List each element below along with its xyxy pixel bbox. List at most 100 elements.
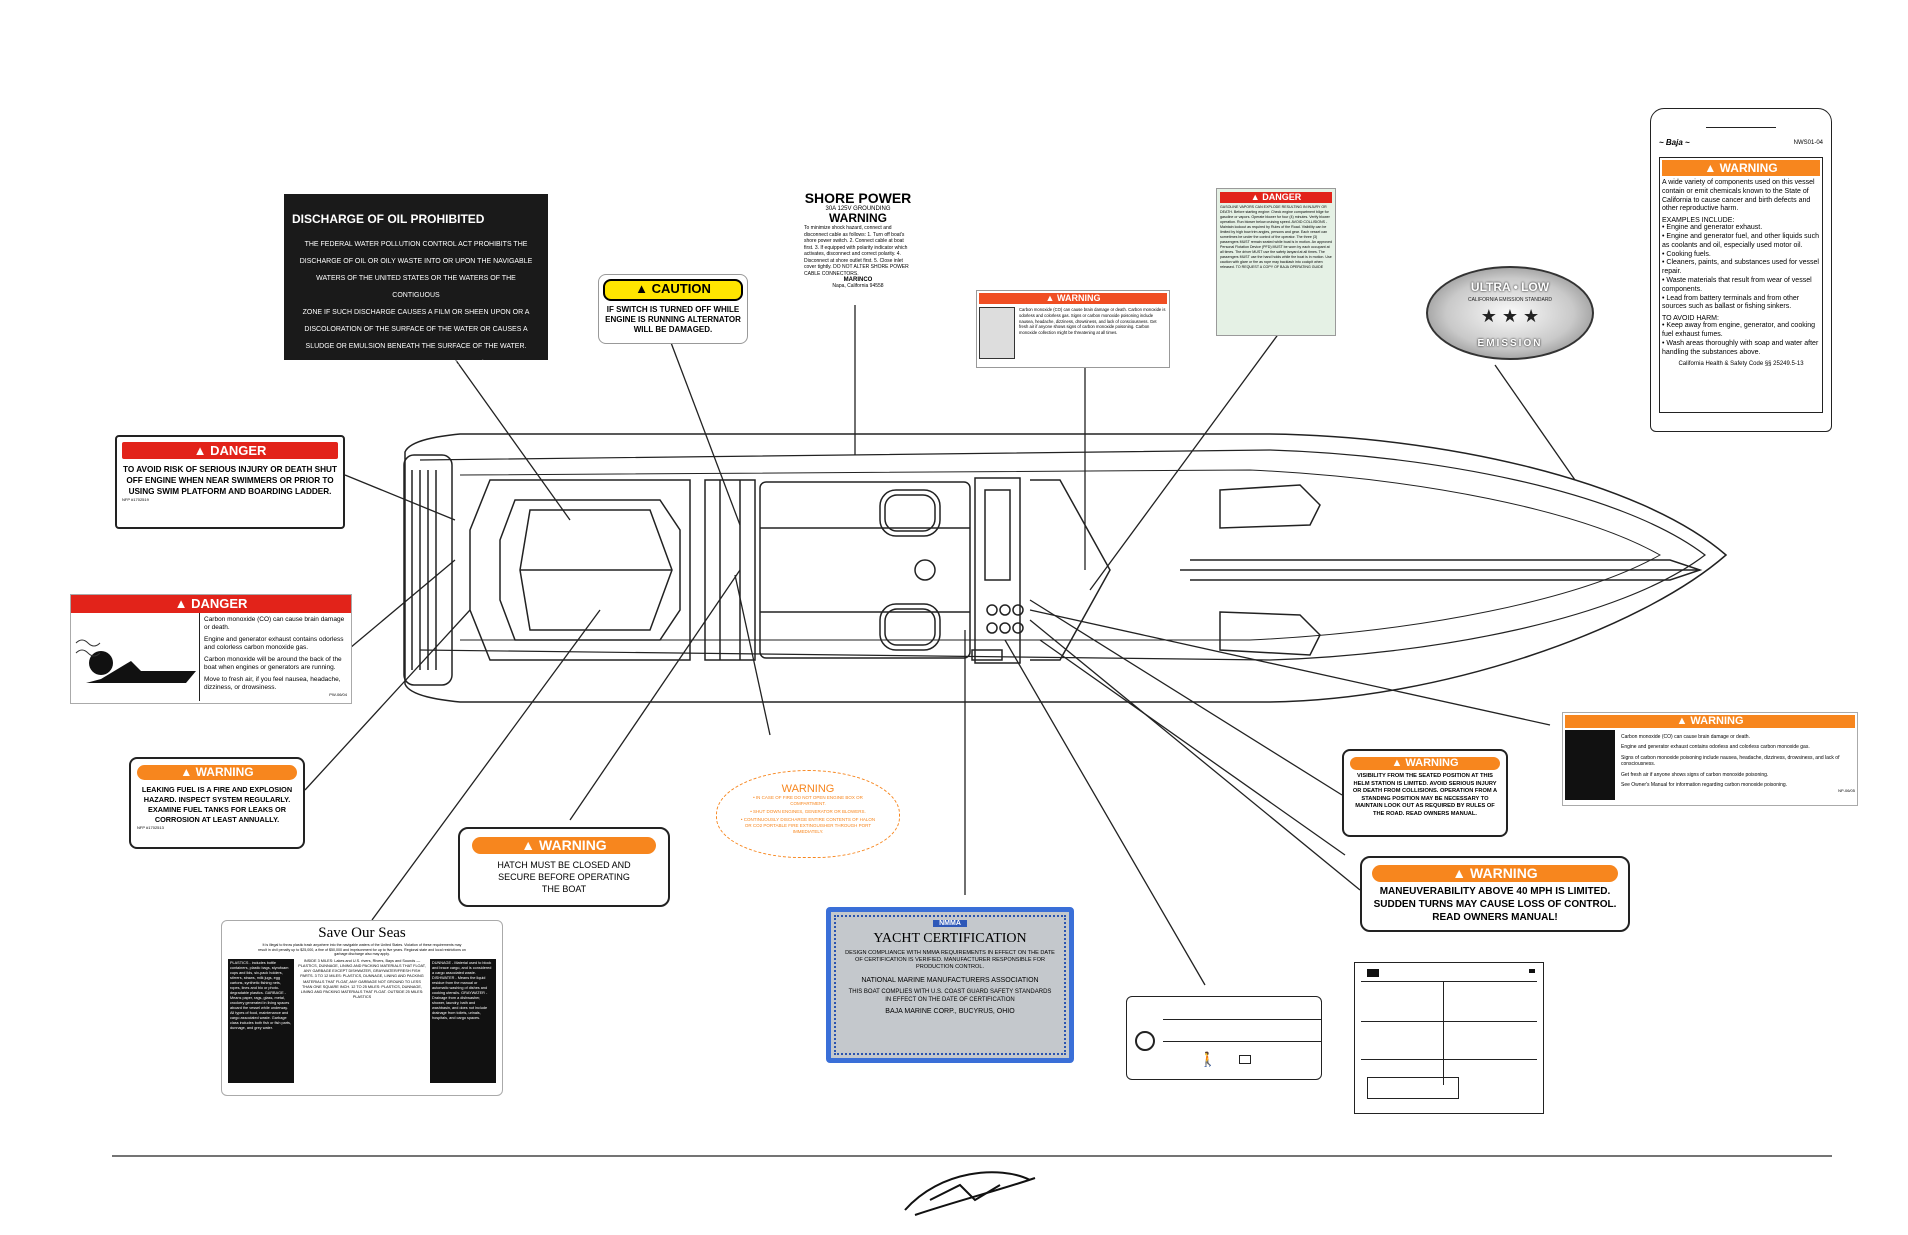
warning-co-large-label: ▲ WARNING Carbon monoxide (CO) can cause…	[1562, 712, 1858, 806]
oil-discharge-label: DISCHARGE OF OIL PROHIBITED THE FEDERAL …	[284, 194, 548, 367]
leader-line	[344, 474, 456, 521]
ultra-low-emission-badge: ULTRA • LOW CALIFORNIA EMISSION STANDARD…	[1426, 266, 1594, 360]
danger-swim-header: ▲ DANGER	[122, 442, 338, 459]
ultra-low-bottom-text: EMISSION	[1477, 338, 1543, 349]
danger-swim-code: NFP #1702519	[122, 497, 149, 502]
leader-line	[734, 574, 771, 736]
leader-line	[1004, 639, 1206, 986]
danger-co-p2: Engine and generator exhaust contains od…	[204, 636, 344, 651]
danger-gas-text: GASOLINE VAPORS CAN EXPLODE RESULTING IN…	[1220, 205, 1332, 269]
danger-co-p3: Carbon monoxide will be around the back …	[204, 656, 342, 671]
warning-co-small-text: Carbon monoxide (CO) can cause brain dam…	[1019, 307, 1166, 336]
star-icons: ★ ★ ★	[1480, 306, 1540, 326]
warning-hatch-text: HATCH MUST BE CLOSED AND SECURE BEFORE O…	[497, 860, 631, 894]
boat-exhaust-icon	[71, 613, 200, 701]
danger-co-p1: Carbon monoxide (CO) can cause brain dam…	[204, 616, 345, 631]
shore-power-text: To minimize shock hazard, connect and di…	[804, 225, 909, 277]
shore-power-brand: MARINCO	[843, 277, 873, 283]
leader-line	[1029, 599, 1343, 796]
shore-power-title: SHORE POWER	[804, 190, 912, 206]
caution-text: IF SWITCH IS TURNED OFF WHILE ENGINE IS …	[605, 305, 741, 334]
prop65-footer: California Health & Safety Code §§ 25249…	[1678, 361, 1804, 368]
flag-icon	[1367, 969, 1379, 977]
oil-label-title: DISCHARGE OF OIL PROHIBITED	[292, 212, 485, 226]
prop65-example: • Waste materials that result from wear …	[1662, 276, 1812, 293]
yacht-cert-title: YACHT CERTIFICATION	[873, 931, 1027, 946]
danger-swim-label: ▲ DANGER TO AVOID RISK OF SERIOUS INJURY…	[115, 435, 345, 529]
warning-triangle-icon: ▲	[1250, 192, 1263, 202]
prop65-header: ▲ WARNING	[1662, 160, 1820, 176]
warning-fuel-label: ▲ WARNING LEAKING FUEL IS A FIRE AND EXP…	[129, 757, 305, 849]
yacht-cert-p4: BAJA MARINE CORP., BUCYRUS, OHIO	[885, 1008, 1015, 1015]
save-seas-mid-col: INSIDE 3 MILES: Lakes and U.S. rivers, R…	[298, 958, 426, 1000]
prop65-example: • Cooking fuels.	[1662, 250, 1711, 258]
warning-triangle-icon: ▲	[193, 443, 211, 458]
prop65-example: • Lead from battery terminals and from o…	[1662, 294, 1800, 311]
oil-label-line: WATERS OF THE UNITED STATES OR THE WATER…	[316, 275, 516, 299]
warning-visibility-text: VISIBILITY FROM THE SEATED POSITION AT T…	[1352, 773, 1498, 817]
oil-label-line: DISCOLORATION OF THE SURFACE OF THE WATE…	[304, 326, 528, 333]
warning-triangle-icon: ▲	[635, 281, 652, 296]
warning-triangle-icon: ▲	[180, 765, 196, 779]
prop65-example: • Engine and generator exhaust.	[1662, 224, 1763, 232]
leader-line	[1089, 324, 1286, 591]
leader-line	[304, 609, 471, 791]
yacht-certification-plate: NMMA YACHT CERTIFICATION DESIGN COMPLIAN…	[826, 907, 1074, 1063]
prop65-avoid: • Keep away from engine, generator, and …	[1662, 322, 1816, 338]
ultra-low-top-text: ULTRA • LOW	[1470, 280, 1550, 294]
danger-co-header: ▲ DANGER	[71, 595, 351, 613]
prop65-code: NWS01-04	[1793, 139, 1823, 146]
capacity-plate-blank: 🚶	[1126, 996, 1322, 1080]
warning-triangle-icon: ▲	[1045, 293, 1057, 303]
boat-hull-outline	[404, 433, 1728, 703]
person-breathing-icon	[1565, 730, 1615, 800]
danger-swim-text: TO AVOID RISK OF SERIOUS INJURY OR DEATH…	[123, 465, 337, 496]
caution-label: ▲ CAUTION IF SWITCH IS TURNED OFF WHILE …	[598, 274, 748, 344]
yacht-cert-p1: DESIGN COMPLIANCE WITH NMMA REQUIREMENTS…	[845, 950, 1055, 970]
nmma-logo: NMMA	[933, 920, 967, 927]
mount-hole-icon	[1135, 1031, 1155, 1051]
warning-co-small-label: ▲ WARNING Carbon monoxide (CO) can cause…	[976, 290, 1170, 368]
warning-fuel-text: LEAKING FUEL IS A FIRE AND EXPLOSION HAZ…	[141, 785, 293, 824]
leader-line	[1029, 619, 1361, 891]
warning-triangle-icon: ▲	[1704, 161, 1720, 175]
warning-fire-line: • IN CASE OF FIRE DO NOT OPEN ENGINE BOX…	[753, 795, 863, 806]
warning-hatch-header: ▲ WARNING	[472, 837, 656, 854]
warning-co-large-header: ▲ WARNING	[1565, 715, 1855, 728]
leader-line	[444, 344, 571, 521]
tag-slot	[1706, 117, 1776, 128]
warning-triangle-icon: ▲	[174, 596, 192, 611]
shore-power-city: Napa, California 94558	[832, 283, 884, 289]
warning-visibility-label: ▲ WARNING VISIBILITY FROM THE SEATED POS…	[1342, 749, 1508, 837]
warning-triangle-icon: ▲	[1676, 715, 1691, 727]
caution-header: ▲ CAUTION	[603, 279, 743, 301]
prop65-intro: A wide variety of components used on thi…	[1662, 179, 1815, 213]
save-seas-intro: It is illegal to throw plastic trash any…	[258, 943, 466, 957]
battery-icon	[1239, 1055, 1251, 1064]
warning-speed-label: ▲ WARNING MANEUVERABILITY ABOVE 40 MPH I…	[1360, 856, 1630, 932]
oil-label-line: THE FEDERAL WATER POLLUTION CONTROL ACT …	[304, 241, 528, 248]
warning-co-large-p3: Signs of carbon monoxide poisoning inclu…	[1621, 754, 1840, 768]
leader-line	[1494, 364, 1576, 481]
warning-visibility-header: ▲ WARNING	[1350, 757, 1500, 770]
shore-power-label: SHORE POWER 30A 125V GROUNDING WARNING T…	[798, 188, 918, 310]
prop65-example: • Engine and generator fuel, and other l…	[1662, 232, 1819, 249]
yacht-cert-p2: NATIONAL MARINE MANUFACTURERS ASSOCIATIO…	[861, 977, 1039, 984]
hull-id-form-blank	[1354, 962, 1544, 1114]
warning-co-small-header: ▲ WARNING	[979, 293, 1167, 304]
baja-mini-logo: ~ Baja ~	[1659, 138, 1690, 147]
person-icon: 🚶	[1199, 1051, 1217, 1067]
prop65-avoid: • Wash areas thoroughly with soap and wa…	[1662, 339, 1819, 356]
yacht-cert-p3: THIS BOAT COMPLIES WITH U.S. COAST GUARD…	[848, 989, 1052, 1003]
leader-line	[1039, 639, 1346, 856]
warning-speed-line2: SUDDEN TURNS MAY CAUSE LOSS OF CONTROL.	[1373, 899, 1617, 910]
danger-co-label: ▲ DANGER Carbon monoxide (CO) can cause …	[70, 594, 352, 704]
warning-speed-header: ▲ WARNING	[1372, 865, 1618, 882]
warning-triangle-icon: ▲	[1452, 865, 1471, 881]
shore-power-warning: WARNING	[829, 211, 887, 225]
prop65-examples-title: EXAMPLES INCLUDE:	[1662, 217, 1735, 225]
swim-platform	[403, 454, 453, 686]
warning-fuel-code: NFP #1702513	[137, 825, 164, 830]
shore-power-subtitle: 30A 125V GROUNDING	[825, 206, 891, 212]
